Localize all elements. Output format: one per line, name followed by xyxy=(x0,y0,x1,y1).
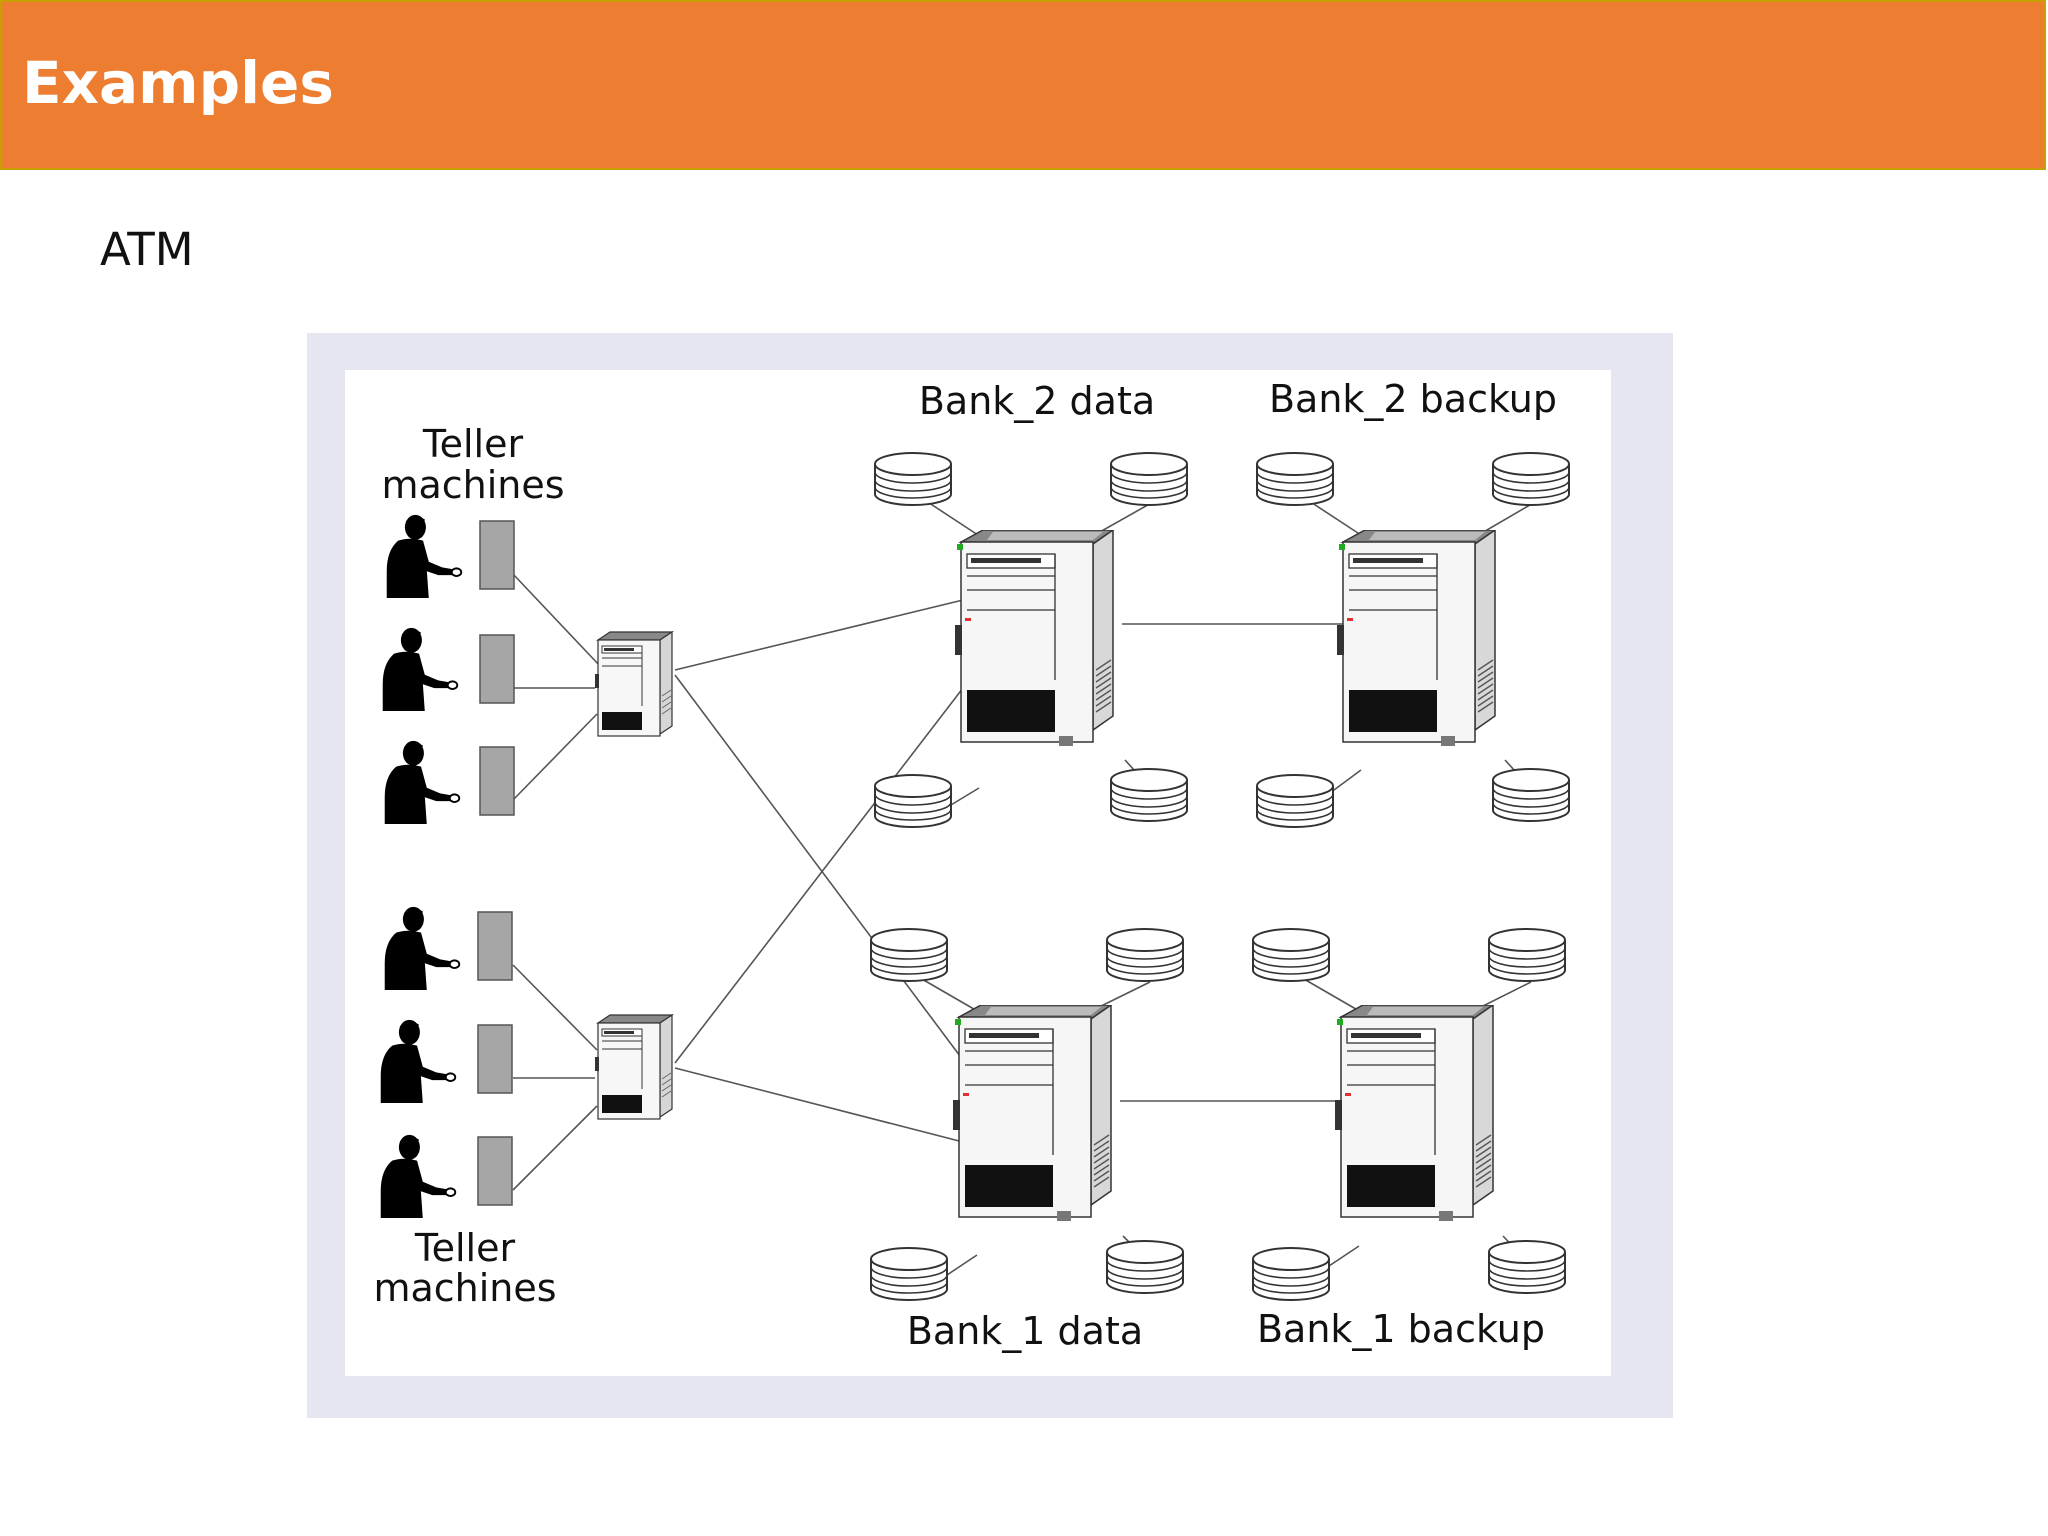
disk-stack-icon xyxy=(1252,928,1330,982)
slide-subtitle: ATM xyxy=(100,223,194,276)
disk-stack-icon xyxy=(1106,928,1184,982)
diagram-canvas: Teller machines Bank_2 data Bank_2 backu… xyxy=(345,370,1611,1376)
bank1-data-label: Bank_1 data xyxy=(907,1309,1143,1353)
bank1-backup-label: Bank_1 backup xyxy=(1257,1307,1545,1351)
teller-machine-icon xyxy=(477,1136,513,1206)
bank2-backup-label: Bank_2 backup xyxy=(1269,377,1557,421)
server-icon xyxy=(1334,1005,1494,1222)
server-icon xyxy=(594,1014,673,1120)
server-icon xyxy=(954,530,1114,747)
teller-machine-icon xyxy=(479,520,515,590)
disk-stack-icon xyxy=(1256,452,1334,506)
teller-machine-icon xyxy=(477,911,513,981)
disk-stack-icon xyxy=(1488,928,1566,982)
bank2-data-label: Bank_2 data xyxy=(919,379,1155,423)
person-icon xyxy=(381,626,459,711)
atm-network-diagram: Teller machines Bank_2 data Bank_2 backu… xyxy=(373,377,1570,1353)
disk-stack-icon xyxy=(874,774,952,828)
disk-stack-icon xyxy=(1492,452,1570,506)
disk-stack-icon xyxy=(1256,774,1334,828)
person-icon xyxy=(385,513,463,598)
disk-stack-icon xyxy=(1252,1247,1330,1301)
disk-stack-icon xyxy=(1106,1240,1184,1294)
person-icon xyxy=(383,739,461,824)
teller-machine-icon xyxy=(477,1024,513,1094)
teller-machine-icon xyxy=(479,634,515,704)
disk-stack-icon xyxy=(870,1247,948,1301)
disk-stack-icon xyxy=(1488,1240,1566,1294)
person-icon xyxy=(379,1018,457,1103)
teller-machine-icon xyxy=(479,746,515,816)
server-icon xyxy=(1336,530,1496,747)
disk-stack-icon xyxy=(1492,768,1570,822)
server-icon xyxy=(952,1005,1112,1222)
teller-machines-bottom-label-line2: machines xyxy=(373,1266,556,1310)
disk-stack-icon xyxy=(1110,452,1188,506)
person-icon xyxy=(383,905,461,990)
server-icon xyxy=(594,631,673,737)
diagram-frame: Teller machines Bank_2 data Bank_2 backu… xyxy=(307,333,1673,1418)
slide-header: Examples xyxy=(0,0,2046,170)
disk-stack-icon xyxy=(870,928,948,982)
person-icon xyxy=(379,1133,457,1218)
slide-title: Examples xyxy=(22,49,334,117)
teller-machines-top-label-line2: machines xyxy=(381,463,564,507)
disk-stack-icon xyxy=(874,452,952,506)
disk-stack-icon xyxy=(1110,768,1188,822)
teller-machines-top-label-line1: Teller xyxy=(422,422,524,466)
teller-machines-bottom-label-line1: Teller xyxy=(414,1226,516,1270)
